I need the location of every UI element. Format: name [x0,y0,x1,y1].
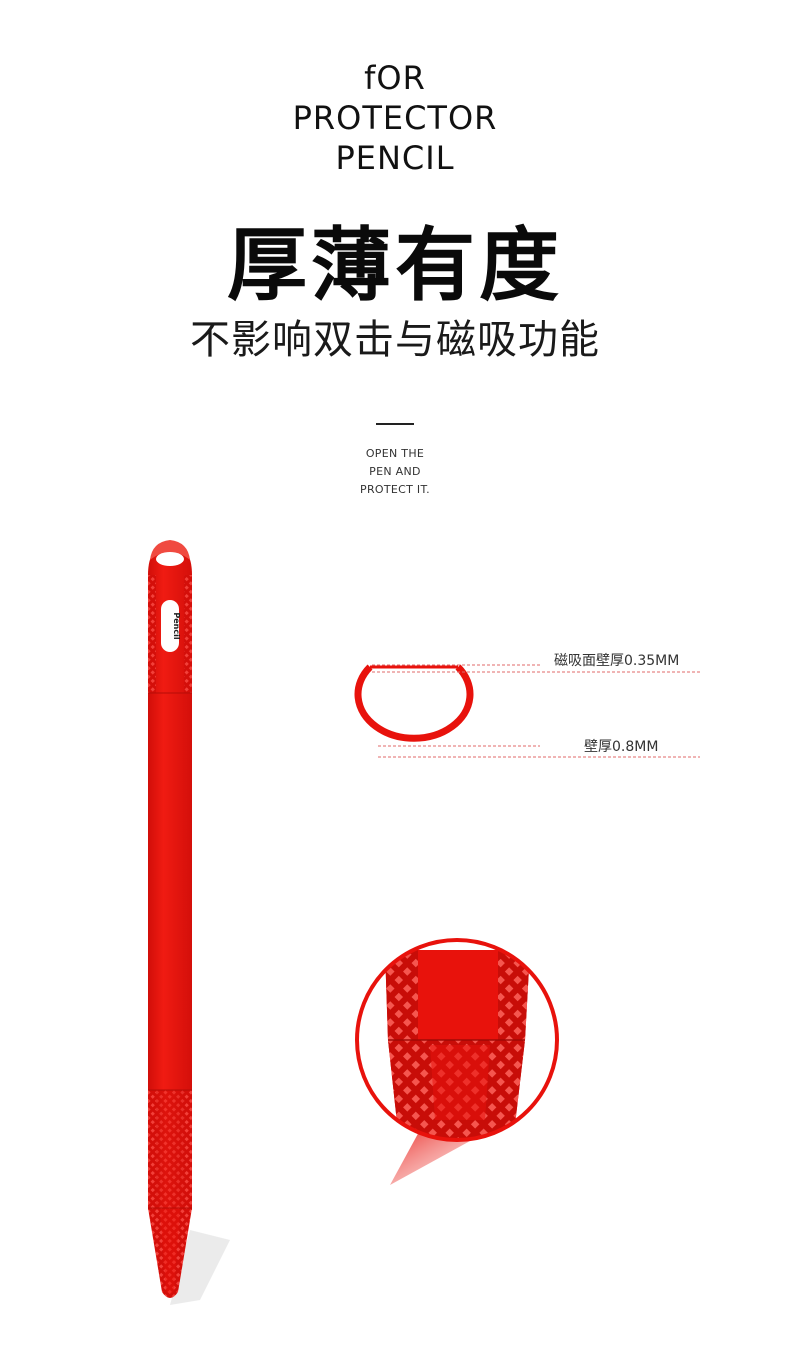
cross-section-diagram [354,664,700,758]
spec-wall-thickness: 壁厚0.8MM [584,739,659,755]
header-line-pencil: PENCIL [335,139,455,177]
page-subtitle: 不影响双击与磁吸功能 [190,317,600,363]
tagline-line-3: PROTECT IT. [360,483,430,496]
tagline-line-1: OPEN THE [365,447,425,460]
tagline-line-2: PEN AND [369,465,421,478]
zoom-detail [355,938,559,1142]
page-title: 厚薄有度 [227,219,563,312]
divider-line [376,423,414,425]
pencil-case [148,540,192,1298]
pencil-label-text: Pencil [172,612,181,639]
header-line-for: fOR [364,59,426,97]
header-line-protector: PROTECTOR [292,99,498,137]
spec-magnetic-wall-thickness: 磁吸面壁厚0.35MM [554,653,680,669]
zoom-beam [390,1130,490,1185]
